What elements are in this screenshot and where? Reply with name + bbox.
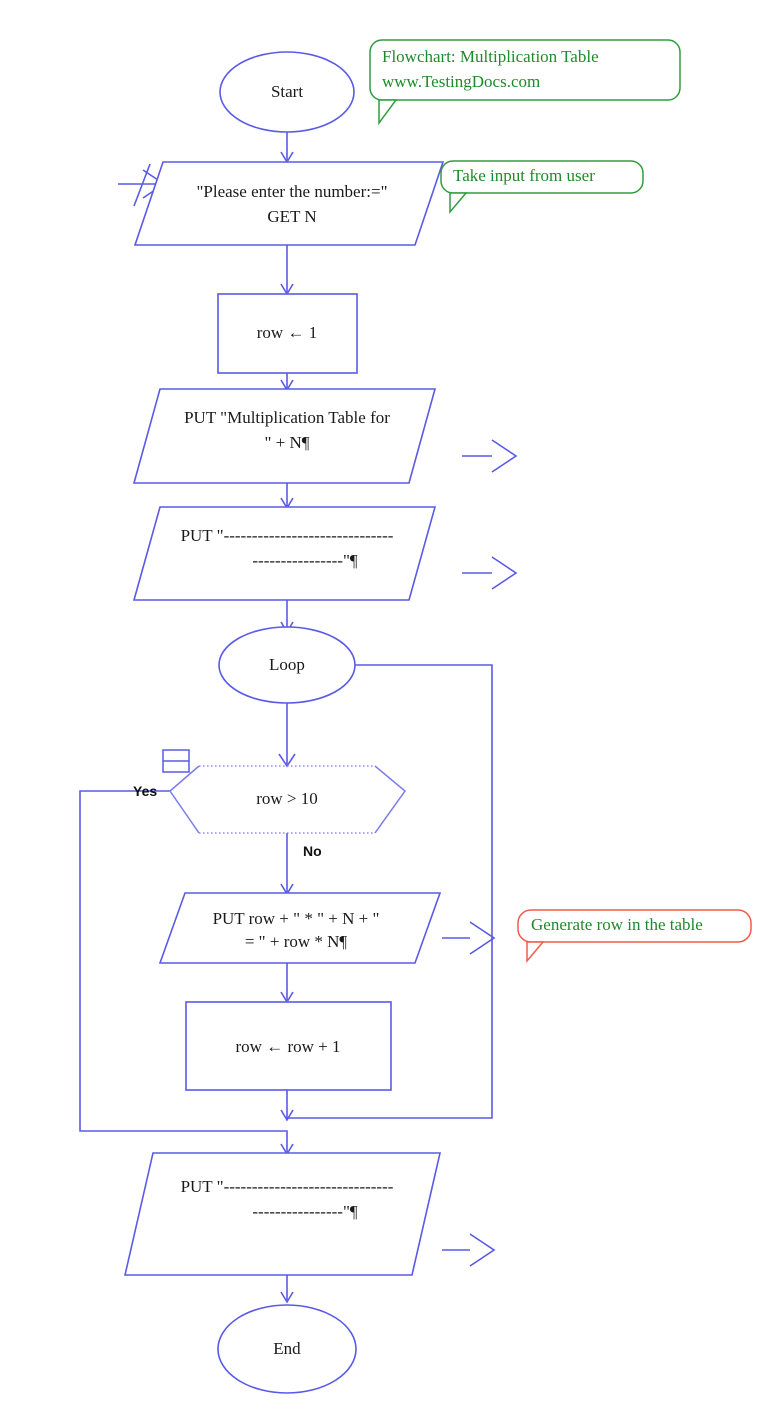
node-increment[interactable]: row ← row + 1	[185, 1001, 392, 1091]
increment-label: row ← row + 1	[236, 1037, 341, 1056]
node-put-separator-top[interactable]: PUT "------------------------------ ----…	[132, 506, 437, 601]
callout-title-body	[369, 39, 681, 101]
callout-input-line1: Take input from user	[453, 166, 595, 185]
node-init-row[interactable]: row ← 1	[217, 293, 358, 374]
loop-ellipse	[218, 626, 356, 704]
decision-left-edge	[169, 765, 200, 834]
callout-input-tail	[449, 192, 468, 215]
init-row-label: row ← 1	[257, 323, 317, 342]
edge-yes-branch	[79, 790, 288, 1152]
increment-rect	[185, 1001, 392, 1091]
callout-input-body	[440, 160, 644, 194]
node-end[interactable]: End	[217, 1304, 357, 1394]
callout-title-note[interactable]: Flowchart: Multiplication Table www.Test…	[369, 39, 681, 126]
node-loop[interactable]: Loop	[218, 626, 356, 704]
node-put-row[interactable]: PUT row + " * " + N + " = " + row * N¶	[158, 892, 442, 964]
callout-title-line2: www.TestingDocs.com	[382, 72, 540, 91]
callout-row-body	[517, 909, 752, 943]
put-header-line2: " + N¶	[264, 433, 309, 452]
node-start[interactable]: Start	[219, 51, 355, 133]
put-sep-top-line2: ----------------"¶	[252, 551, 358, 570]
edge-loopback	[286, 664, 493, 1119]
node-decision[interactable]: row > 10	[169, 765, 407, 834]
put-row-line1: PUT row + " * " + N + "	[213, 909, 380, 928]
callout-title-line1: Flowchart: Multiplication Table	[382, 47, 599, 66]
callout-row-note[interactable]: Generate row in the table	[517, 909, 752, 964]
output-arrow-putrow	[442, 921, 496, 955]
put-row-parallelogram	[158, 892, 442, 964]
callout-title-tail	[378, 99, 398, 126]
decision-marker-box	[162, 749, 190, 773]
input-line2: GET N	[267, 207, 316, 226]
decision-right-edge	[374, 765, 407, 834]
node-input[interactable]: "Please enter the number:=" GET N	[133, 161, 445, 246]
arrowhead-putsepbottom-end	[280, 1291, 294, 1304]
decision-label: row > 10	[256, 789, 318, 808]
output-arrow-putsepbottom	[442, 1233, 496, 1267]
put-header-line1: PUT "Multiplication Table for	[184, 408, 390, 427]
callout-row-line1: Generate row in the table	[531, 915, 703, 934]
init-row-rect	[217, 293, 358, 374]
node-put-header[interactable]: PUT "Multiplication Table for " + N¶	[132, 388, 437, 484]
input-parallelogram	[133, 161, 445, 246]
callout-row-tail	[526, 941, 545, 964]
node-put-separator-bottom[interactable]: PUT "------------------------------ ----…	[123, 1152, 442, 1276]
edge-left-entry-tick	[133, 163, 151, 207]
put-sep-bottom-line2: ----------------"¶	[252, 1202, 358, 1221]
start-ellipse	[219, 51, 355, 133]
callout-input-note[interactable]: Take input from user	[440, 160, 644, 215]
branch-label-yes: Yes	[133, 783, 157, 799]
end-ellipse	[217, 1304, 357, 1394]
put-sep-bottom-parallelogram	[123, 1152, 442, 1276]
end-label: End	[273, 1339, 301, 1358]
output-arrow-putheader	[462, 439, 518, 473]
input-line1: "Please enter the number:="	[196, 182, 387, 201]
start-label: Start	[271, 82, 303, 101]
put-header-parallelogram	[132, 388, 437, 484]
loop-label: Loop	[269, 655, 305, 674]
put-sep-top-line1: PUT "------------------------------	[181, 526, 394, 545]
put-row-line2: = " + row * N¶	[245, 932, 348, 951]
branch-label-no: No	[303, 843, 322, 859]
arrowhead-loopback-down	[280, 1109, 294, 1122]
put-sep-top-parallelogram	[132, 506, 437, 601]
output-arrow-putsep	[462, 556, 518, 590]
put-sep-bottom-line1: PUT "------------------------------	[181, 1177, 394, 1196]
